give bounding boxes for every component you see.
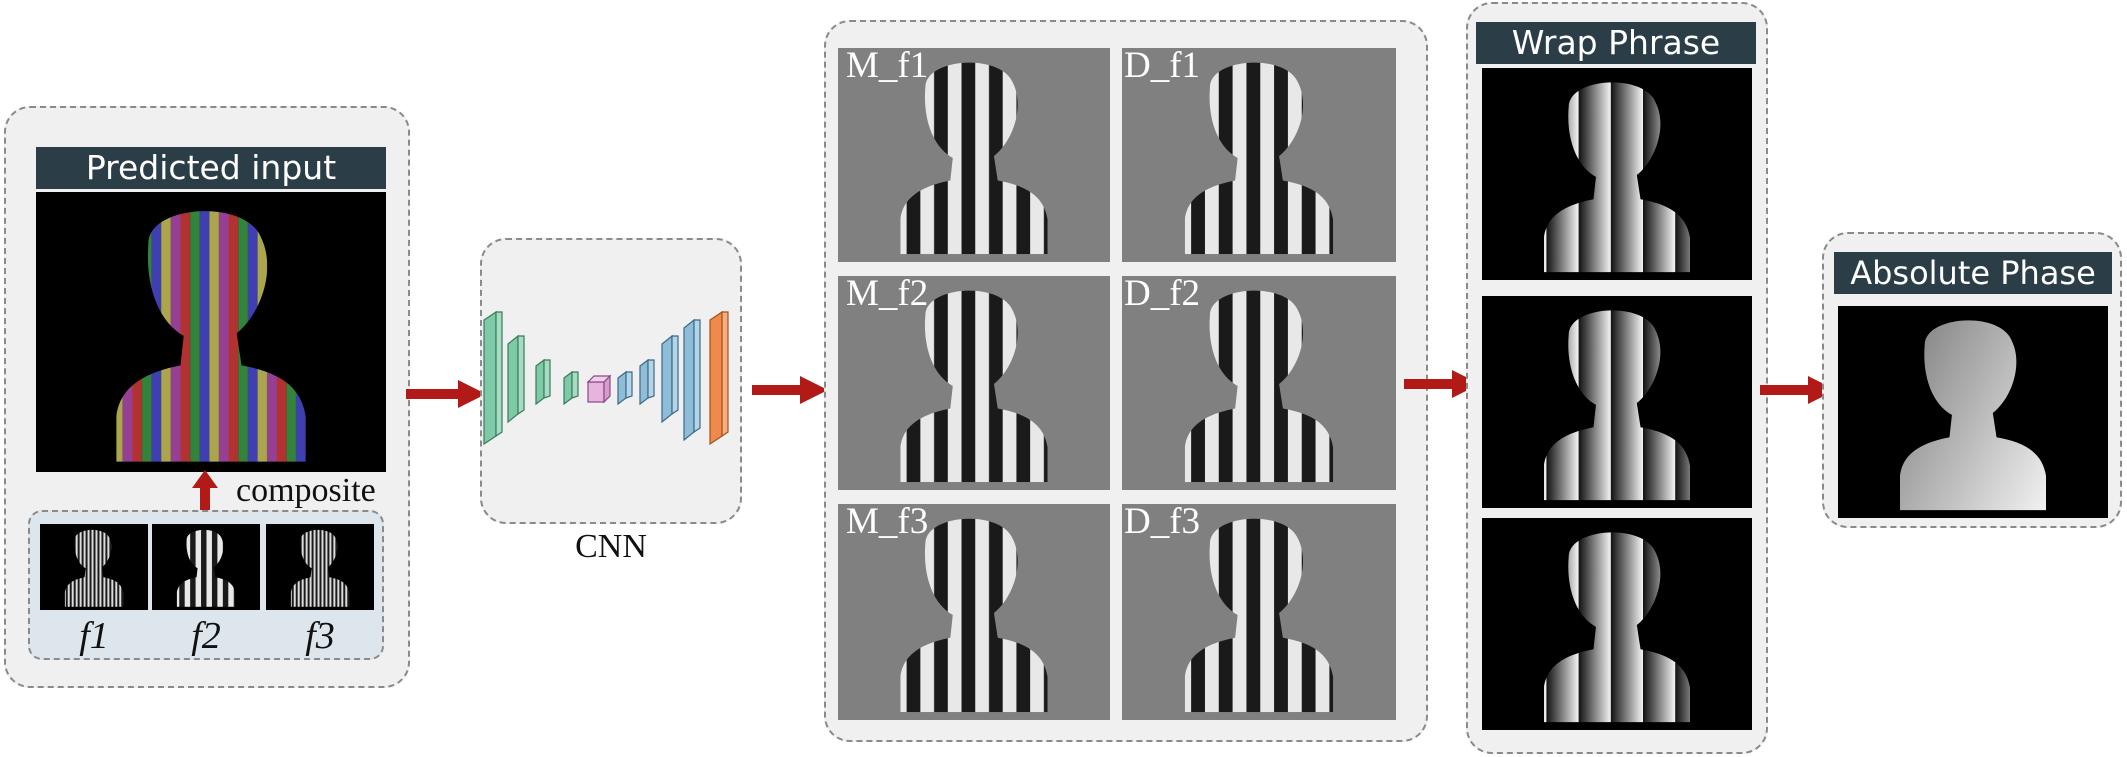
fringe-label-m-f1: M_f1 xyxy=(846,45,929,86)
fringe-f2-thumb xyxy=(152,524,260,610)
fringe-image-m-f1 xyxy=(838,48,1110,262)
absolute-phase-title: Absolute Phase xyxy=(1834,252,2112,294)
fringe-image-m-f3 xyxy=(838,504,1110,720)
absolute-phase-image xyxy=(1838,306,2108,518)
fringe-label-m-f3: M_f3 xyxy=(846,501,929,542)
frequency-label-f2: f2 xyxy=(191,615,221,657)
fringe-f1-thumb xyxy=(40,524,148,610)
fringe-f3-thumb xyxy=(266,524,374,610)
fringe-image-d-f3 xyxy=(1122,504,1396,720)
right-arrow-icon xyxy=(752,376,828,404)
fringe-label-d-f1: D_f1 xyxy=(1124,45,1201,86)
composite-bust-image xyxy=(36,192,386,472)
wrap-phase-image-2 xyxy=(1482,296,1752,508)
composite-label: composite xyxy=(236,472,376,509)
right-arrow-icon xyxy=(406,380,486,408)
wrap-phase-image-1 xyxy=(1482,68,1752,280)
fringe-image-d-f2 xyxy=(1122,276,1396,490)
predicted-input-title: Predicted input xyxy=(36,147,386,189)
fringe-label-d-f2: D_f2 xyxy=(1124,273,1201,314)
fringe-label-d-f3: D_f3 xyxy=(1124,501,1201,542)
wrap-phrase-title: Wrap Phrase xyxy=(1476,22,1756,64)
fringe-image-d-f1 xyxy=(1122,48,1396,262)
cnn-label: CNN xyxy=(575,528,647,565)
fringe-label-m-f2: M_f2 xyxy=(846,273,929,314)
cnn-network-diagram xyxy=(483,310,729,446)
frequency-label-f3: f3 xyxy=(305,615,335,657)
fringe-image-m-f2 xyxy=(838,276,1110,490)
frequency-label-f1: f1 xyxy=(79,615,109,657)
wrap-phase-image-3 xyxy=(1482,518,1752,730)
up-arrow-icon xyxy=(192,470,218,516)
